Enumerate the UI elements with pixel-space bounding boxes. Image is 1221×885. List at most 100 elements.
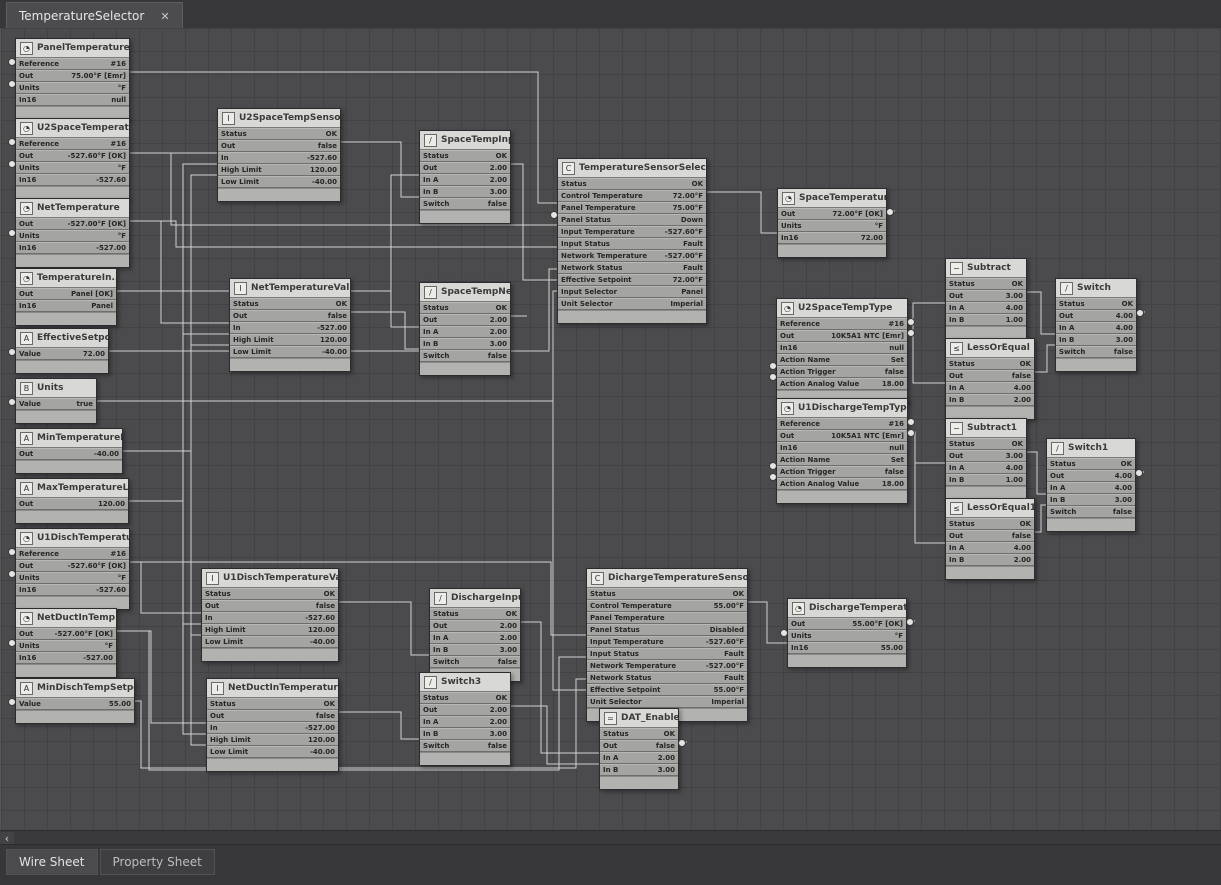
scroll-left-icon[interactable]: ‹ bbox=[0, 831, 14, 845]
port-dot[interactable] bbox=[8, 570, 16, 578]
block-title-bar[interactable]: INetDuctInTemperatureValid?/ bbox=[207, 679, 338, 698]
block-title-bar[interactable]: ◔U2SpaceTempType bbox=[777, 299, 907, 318]
port-dot[interactable] bbox=[8, 548, 16, 556]
block-U1DischTemperature[interactable]: ◔U1DischTemperatureReference#16Out-527.6… bbox=[15, 528, 130, 610]
block-MinDischTempSetpoint[interactable]: AMinDischTempSetpointValue55.00 bbox=[15, 678, 135, 724]
port-dot[interactable] bbox=[769, 373, 777, 381]
block-DischargeTemperature[interactable]: ◔DischargeTemperatureOut55.00°F [OK]Unit… bbox=[787, 598, 907, 668]
block-NetTemperatureValid[interactable]: INetTemperatureValid?StatusOKOutfalseIn-… bbox=[229, 278, 351, 372]
tab-wire-sheet[interactable]: Wire Sheet bbox=[6, 849, 98, 875]
block-title-bar[interactable]: /SpaceTempNet... bbox=[420, 283, 510, 302]
block-TemperatureSensorSelector[interactable]: CTemperatureSensorSelectorStatusOKContro… bbox=[557, 158, 707, 324]
block-title-bar[interactable]: ◔TemperatureIn... bbox=[16, 269, 116, 288]
block-MinTemperatureLimit[interactable]: AMinTemperatureLimitOut-40.00 bbox=[15, 428, 123, 474]
port-dot[interactable] bbox=[8, 138, 16, 146]
block-U1DischTemperatureValid[interactable]: IU1DischTemperatureValid?StatusOKOutfals… bbox=[201, 568, 339, 662]
port-dot[interactable] bbox=[8, 58, 16, 66]
port-dot[interactable] bbox=[1136, 309, 1144, 317]
port-dot[interactable] bbox=[907, 329, 915, 337]
port-dot[interactable] bbox=[8, 348, 16, 356]
block-title-bar[interactable]: /SpaceTempInp... bbox=[420, 131, 510, 150]
block-title-bar[interactable]: IU2SpaceTempSensorValid? bbox=[218, 109, 340, 128]
port-dot[interactable] bbox=[769, 462, 777, 470]
port-dot[interactable] bbox=[8, 160, 16, 168]
port-dot[interactable] bbox=[8, 80, 16, 88]
block-title-bar[interactable]: /Switch bbox=[1056, 279, 1136, 298]
port-dot[interactable] bbox=[8, 229, 16, 237]
block-NetDuctInTemperatureValid[interactable]: INetDuctInTemperatureValid?/StatusOKOutf… bbox=[206, 678, 339, 772]
block-title-bar[interactable]: CTemperatureSensorSelector bbox=[558, 159, 706, 178]
block-title-bar[interactable]: ◔PanelTemperature bbox=[16, 39, 129, 58]
block-title-bar[interactable]: /Switch3 bbox=[420, 673, 510, 692]
block-title-bar[interactable]: =DAT_Enabled bbox=[600, 709, 678, 728]
block-EffectiveSetpoint[interactable]: AEffectiveSetpointValue72.00 bbox=[15, 328, 109, 374]
block-title-bar[interactable]: −Subtract1 bbox=[946, 419, 1026, 438]
block-title-bar[interactable]: /DischargeInpu... bbox=[430, 589, 520, 608]
port-dot[interactable] bbox=[769, 473, 777, 481]
port-dot[interactable] bbox=[780, 629, 788, 637]
block-title-bar[interactable]: ◔U2SpaceTemperature bbox=[16, 119, 129, 138]
tab-property-sheet[interactable]: Property Sheet bbox=[99, 849, 215, 875]
port-dot[interactable] bbox=[550, 211, 558, 219]
port-dot[interactable] bbox=[1135, 469, 1143, 477]
block-title-bar[interactable]: ◔U1DischTemperature bbox=[16, 529, 129, 548]
block-title-bar[interactable]: ◔U1DischargeTempType bbox=[777, 399, 907, 418]
block-title-bar[interactable]: −Subtract bbox=[946, 259, 1026, 278]
port-dot[interactable] bbox=[906, 618, 914, 626]
block-title-bar[interactable]: AMaxTemperatureLimit bbox=[16, 479, 128, 498]
block-MaxTemperatureLimit[interactable]: AMaxTemperatureLimitOut120.00 bbox=[15, 478, 129, 524]
port-dot[interactable] bbox=[8, 398, 16, 406]
block-title-bar[interactable]: ≤LessOrEqual bbox=[946, 339, 1034, 358]
block-title-bar[interactable]: INetTemperatureValid? bbox=[230, 279, 350, 298]
block-title-bar[interactable]: CDichargeTemperatureSensorSelector bbox=[587, 569, 747, 588]
close-icon[interactable]: ✕ bbox=[160, 9, 170, 23]
block-title-bar[interactable]: ◔DischargeTemperature bbox=[788, 599, 906, 618]
port-dot[interactable] bbox=[769, 362, 777, 370]
block-U2SpaceTempSensorValid[interactable]: IU2SpaceTempSensorValid?StatusOKOutfalse… bbox=[217, 108, 341, 202]
block-title-bar[interactable]: AMinDischTempSetpoint bbox=[16, 679, 134, 698]
port-dot[interactable] bbox=[8, 698, 16, 706]
port-dot[interactable] bbox=[907, 318, 915, 326]
block-U2SpaceTemperature[interactable]: ◔U2SpaceTemperatureReference#16Out-527.6… bbox=[15, 118, 130, 200]
port-dot[interactable] bbox=[8, 639, 16, 647]
port-dot[interactable] bbox=[886, 208, 894, 216]
port-dot[interactable] bbox=[907, 429, 915, 437]
block-title-bar[interactable]: ◔SpaceTemperature bbox=[778, 189, 886, 208]
block-title-bar[interactable]: /Switch1 bbox=[1047, 439, 1135, 458]
port-dot[interactable] bbox=[907, 418, 915, 426]
block-title-bar[interactable]: ◔NetTemperature bbox=[16, 199, 129, 218]
block-title-bar[interactable]: AEffectiveSetpoint bbox=[16, 329, 108, 348]
block-title-bar[interactable]: ◔NetDuctInTemp bbox=[16, 609, 116, 628]
block-title-bar[interactable]: AMinTemperatureLimit bbox=[16, 429, 122, 448]
block-title-bar[interactable]: ≤LessOrEqual1 bbox=[946, 499, 1034, 518]
block-DichargeTemperatureSensorSelector[interactable]: CDichargeTemperatureSensorSelectorStatus… bbox=[586, 568, 748, 722]
tab-temperature-selector[interactable]: TemperatureSelector ✕ bbox=[6, 2, 183, 29]
block-title-bar[interactable]: IU1DischTemperatureValid? bbox=[202, 569, 338, 588]
horizontal-scrollbar[interactable]: ‹ bbox=[0, 830, 1221, 845]
port-dot[interactable] bbox=[678, 739, 686, 747]
row-value: 2.00 bbox=[489, 164, 507, 172]
